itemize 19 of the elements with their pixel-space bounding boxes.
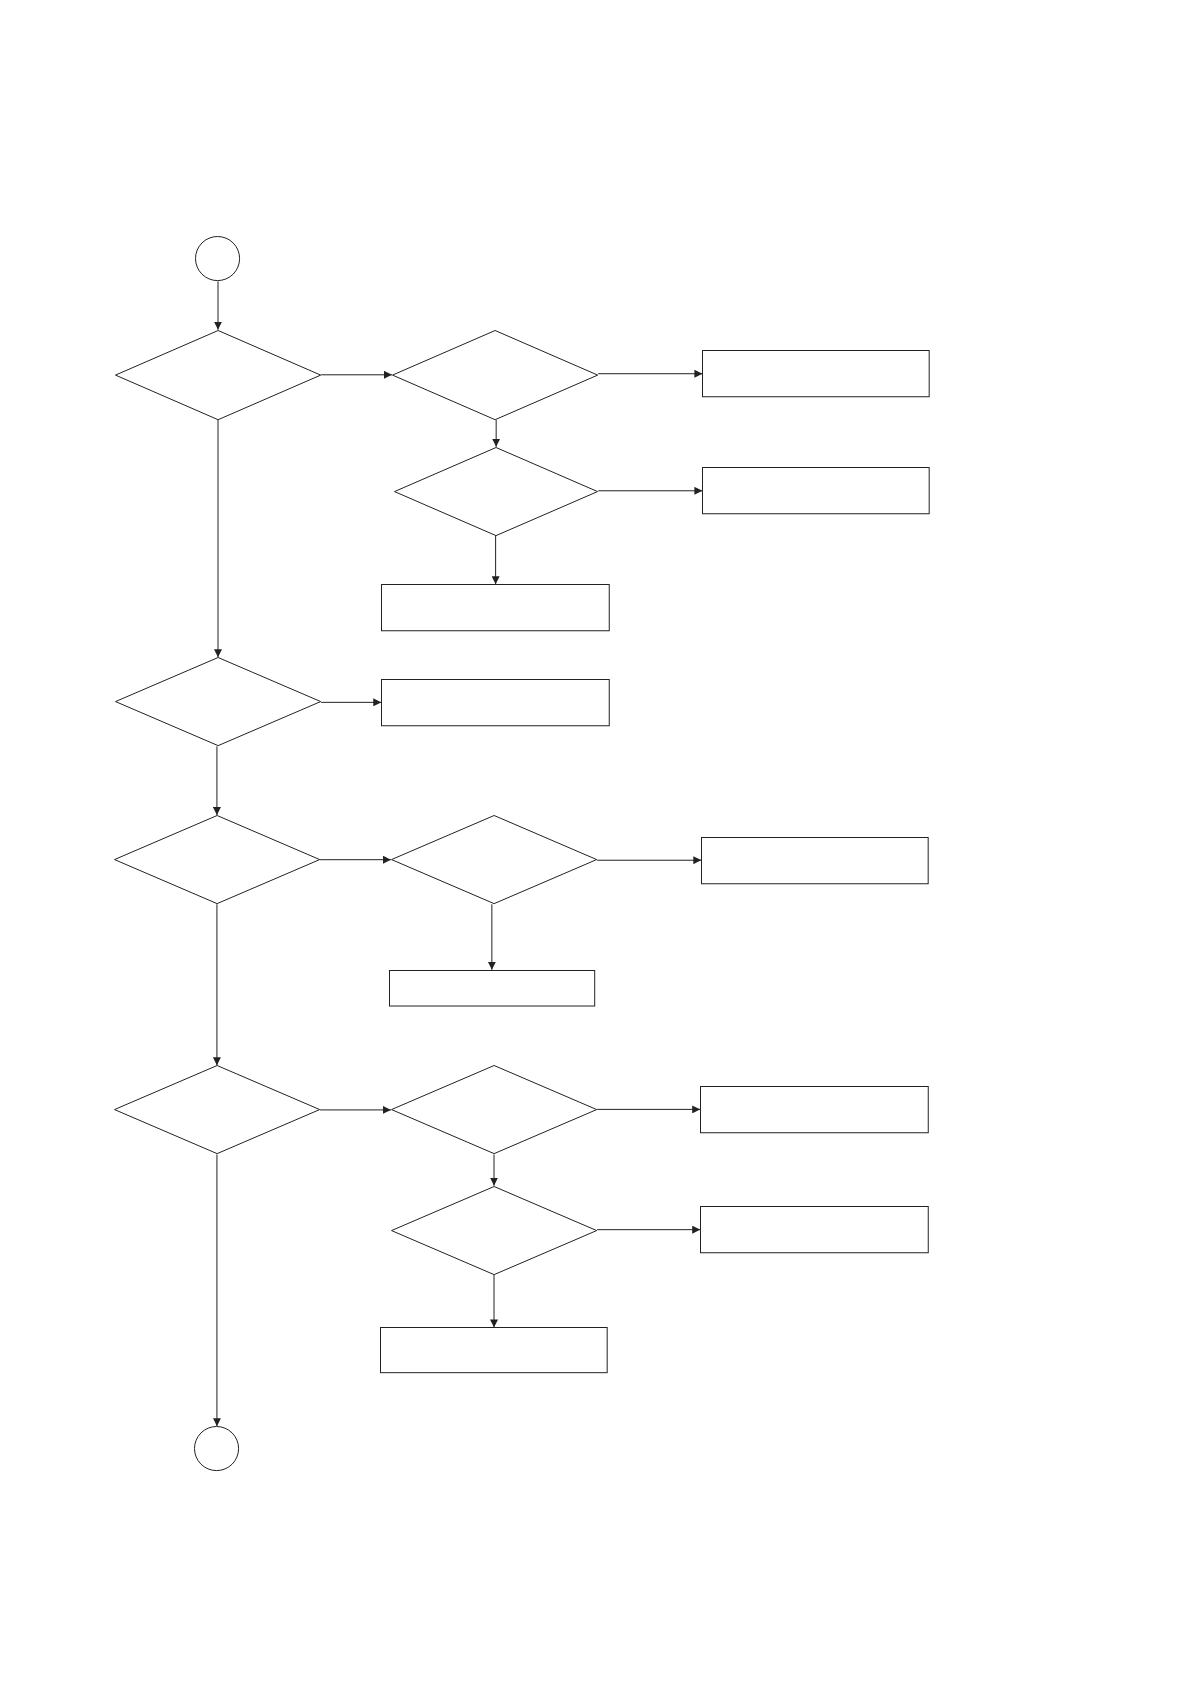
- arrow: [320, 698, 382, 707]
- arrow: [490, 1274, 498, 1328]
- arrow: [212, 903, 221, 1066]
- arrow: [319, 1105, 392, 1114]
- arrow: [597, 486, 703, 495]
- arrow: [212, 1154, 221, 1427]
- arrow: [597, 369, 703, 378]
- arrow: [596, 1105, 701, 1114]
- arrow: [214, 280, 222, 331]
- arrow: [319, 855, 392, 864]
- arrow: [487, 903, 496, 971]
- arrow: [491, 535, 500, 585]
- arrow: [214, 419, 222, 658]
- arrow: [596, 856, 702, 865]
- arrow: [320, 370, 393, 379]
- arrow: [212, 745, 221, 816]
- arrow: [490, 1154, 498, 1187]
- arrow: [492, 419, 501, 448]
- arrow: [596, 1225, 701, 1234]
